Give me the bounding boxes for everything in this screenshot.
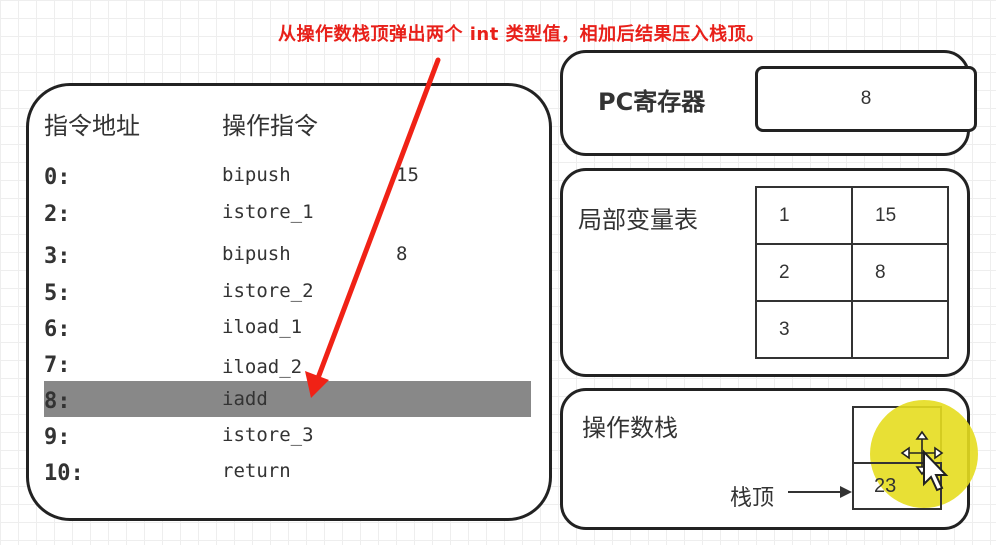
instruction-address: 7: — [44, 353, 71, 378]
instruction-address: 6: — [44, 317, 71, 342]
instruction-address: 10: — [44, 461, 84, 486]
slot-value — [851, 300, 949, 359]
instruction-op: return — [222, 460, 291, 482]
slot-value: 15 — [851, 186, 949, 245]
instruction-panel — [26, 83, 552, 521]
move-cursor-icon — [900, 430, 949, 492]
local-variables-table: 1 15 2 8 3 — [755, 186, 949, 359]
table-row: 3 — [755, 300, 949, 359]
instruction-op: istore_1 — [222, 201, 314, 223]
instruction-address: 8: — [44, 389, 71, 414]
slot-index: 1 — [755, 186, 853, 245]
instruction-address: 2: — [44, 202, 71, 227]
instruction-op: istore_2 — [222, 280, 314, 302]
address-column-header: 指令地址 — [44, 112, 140, 140]
instruction-arg: 8 — [396, 243, 408, 265]
operand-stack-label: 操作数栈 — [582, 414, 678, 442]
instruction-op: iload_1 — [222, 316, 303, 338]
pc-register-label: PC寄存器 — [598, 88, 706, 116]
instruction-op: iload_2 — [222, 356, 303, 378]
pc-register-value: 8 — [860, 88, 872, 109]
instruction-op: iadd — [222, 388, 268, 410]
local-variables-label: 局部变量表 — [578, 206, 698, 234]
table-row: 1 15 — [755, 186, 949, 245]
pc-register-value-box: 8 — [755, 66, 977, 132]
stack-top-value: 23 — [874, 474, 897, 497]
slot-index: 3 — [755, 300, 853, 359]
op-column-header: 操作指令 — [222, 112, 318, 140]
stack-top-label: 栈顶 — [730, 486, 775, 511]
instruction-address: 5: — [44, 281, 71, 306]
instruction-op: bipush — [222, 164, 291, 186]
instruction-op: istore_3 — [222, 424, 314, 446]
slot-index: 2 — [755, 243, 853, 302]
caption-text: 从操作数栈顶弹出两个 int 类型值，相加后结果压入栈顶。 — [278, 24, 765, 45]
stack-top-arrow-icon — [788, 486, 852, 498]
instruction-op: bipush — [222, 243, 291, 265]
instruction-address: 0: — [44, 165, 71, 190]
instruction-address: 9: — [44, 425, 71, 450]
instruction-arg: 15 — [396, 164, 419, 186]
current-instruction-highlight — [44, 381, 531, 417]
slot-value: 8 — [851, 243, 949, 302]
instruction-address: 3: — [44, 244, 71, 269]
table-row: 2 8 — [755, 243, 949, 302]
